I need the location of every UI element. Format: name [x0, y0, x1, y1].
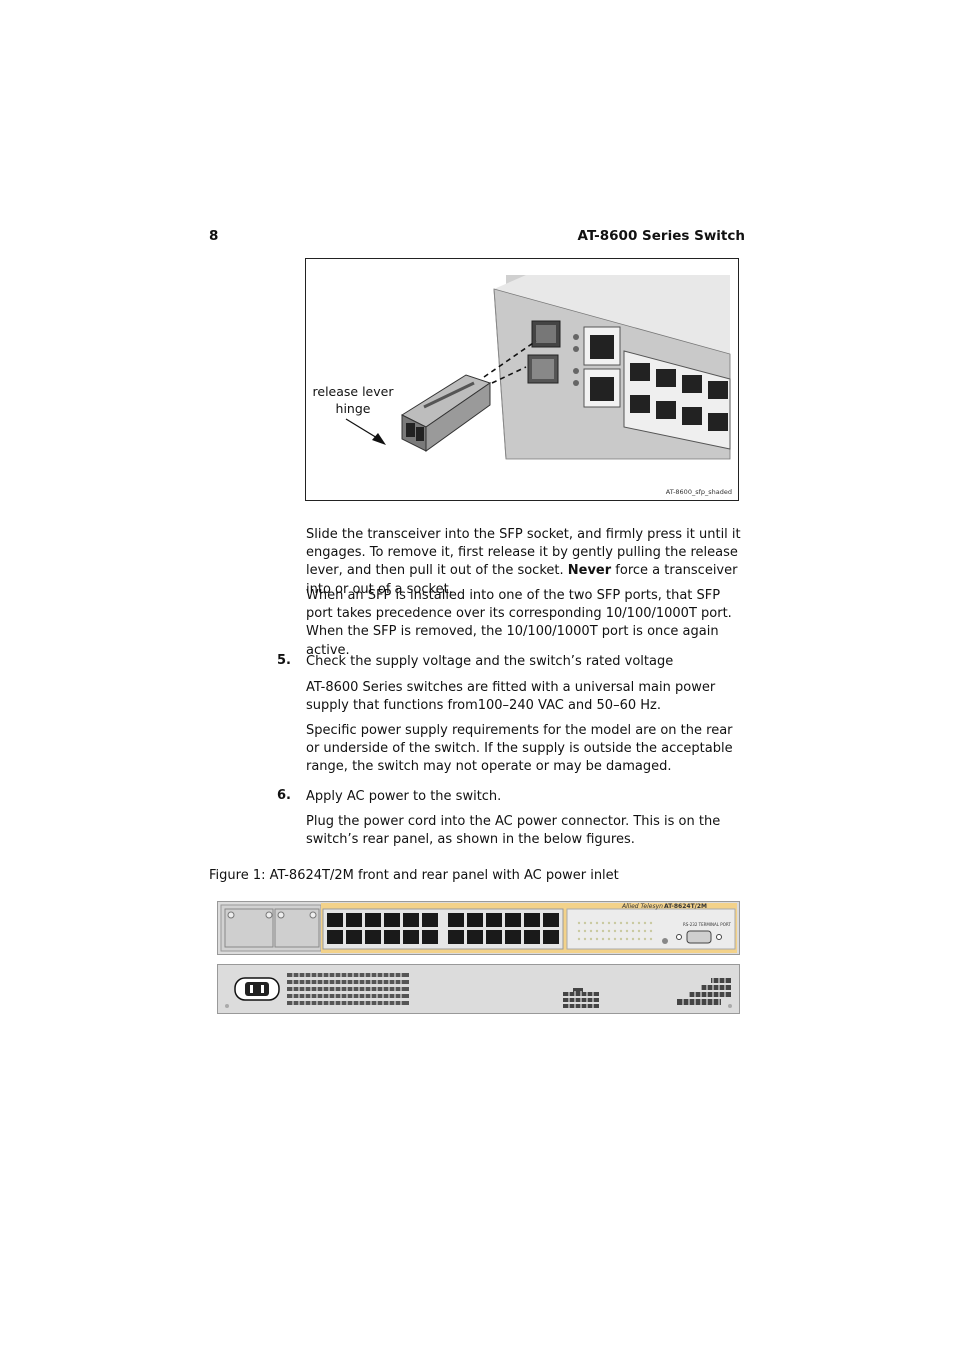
p1-text-b: force a transceiver into or out of a soc…	[306, 563, 738, 597]
figure-caption: Figure 1: AT-8624T/2M front and rear pan…	[209, 868, 619, 883]
brand-logo-text: Allied Telesyn	[622, 903, 663, 910]
step-5-text: Check the supply voltage and the switch’…	[306, 654, 674, 669]
callout-line-2: hinge	[335, 401, 371, 416]
rear-panel-illustration	[217, 964, 740, 1014]
callout-line-1: release lever	[312, 384, 394, 399]
sfp-figure: release lever hinge AT-8600_sfp_shaded	[305, 258, 739, 501]
running-title: AT-8600 Series Switch	[577, 228, 745, 244]
p1-text-a: Slide the transceiver into the SFP socke…	[306, 527, 741, 579]
step-6-number: 6.	[277, 788, 291, 803]
p1-bold: Never	[567, 563, 612, 579]
callout-label: release lever hinge	[312, 383, 394, 417]
step-5-number: 5.	[277, 653, 291, 668]
rear-panel	[217, 964, 740, 1014]
front-panel-illustration	[217, 901, 740, 955]
front-panel: Allied Telesyn AT-8624T/2M RS-232 TERMIN…	[217, 901, 740, 955]
figure-id-label: AT-8600_sfp_shaded	[665, 488, 732, 496]
paragraph-sfp-insert: Slide the transceiver into the SFP socke…	[306, 526, 746, 599]
sfp-illustration	[345, 275, 731, 460]
paragraph-sfp-precedence: When an SFP is installed into one of the…	[306, 588, 732, 658]
paragraph-power-requirements: Specific power supply requirements for t…	[306, 723, 733, 775]
model-label: AT-8624T/2M	[664, 903, 708, 910]
page-number: 8	[209, 228, 219, 244]
step-6-text: Apply AC power to the switch.	[306, 789, 502, 804]
console-port-label: RS-232 TERMINAL PORT	[683, 922, 731, 927]
paragraph-power-supply: AT-8600 Series switches are fitted with …	[306, 680, 716, 714]
paragraph-power-cord: Plug the power cord into the AC power co…	[306, 814, 721, 848]
